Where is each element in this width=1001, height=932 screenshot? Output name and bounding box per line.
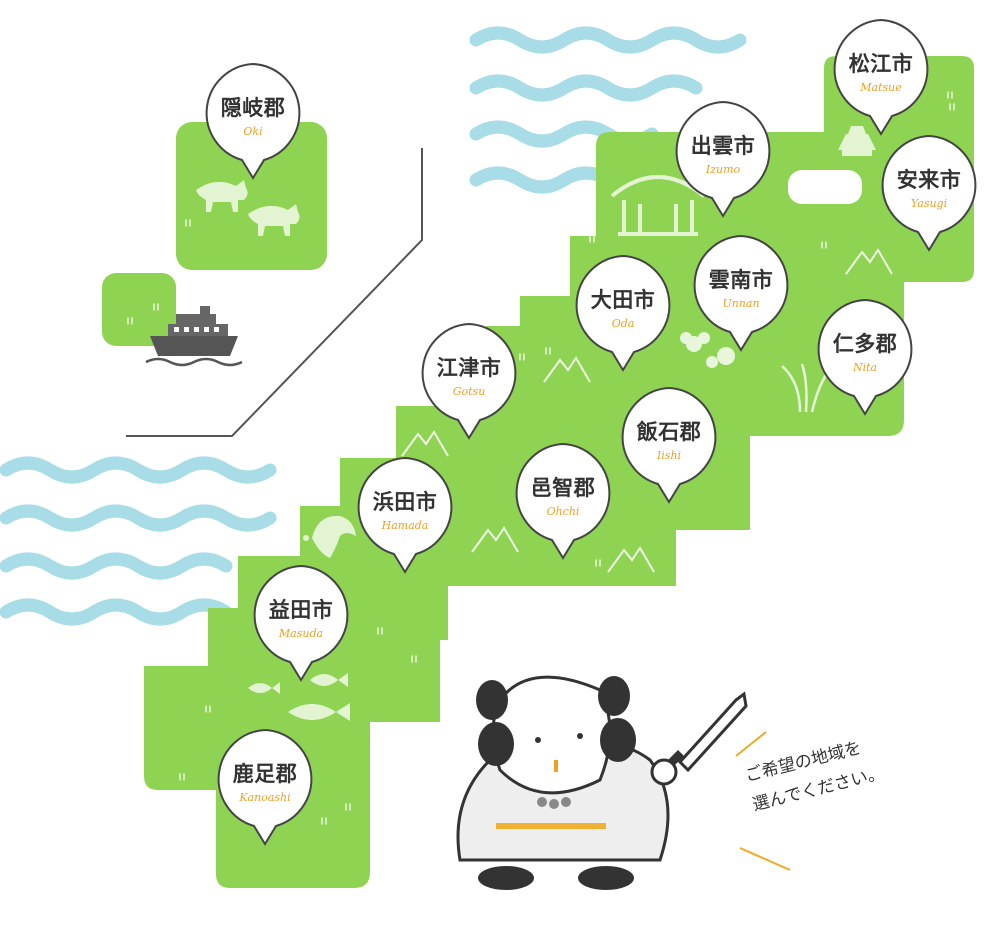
castle-icon	[838, 126, 876, 156]
pin-marker-icon	[693, 234, 789, 352]
pin-marker-icon	[621, 386, 717, 504]
pin-marker-icon	[881, 134, 977, 252]
grass-marks	[127, 91, 955, 825]
dolphin-icon	[292, 515, 356, 558]
region-pin-nita[interactable]: 仁多郡 Nita	[814, 298, 916, 423]
region-roman: Masuda	[278, 627, 324, 640]
region-pin-kanoashi[interactable]: 鹿足郡 Kanoashi	[214, 728, 316, 853]
region-roman: Oda	[611, 317, 635, 330]
region-roman: Unnan	[722, 297, 760, 310]
region-name: 益田市	[268, 598, 334, 622]
region-pin-gotsu[interactable]: 江津市 Gotsu	[418, 322, 520, 447]
pin-marker-icon	[675, 100, 771, 218]
region-pin-oda[interactable]: 大田市 Oda	[572, 254, 674, 379]
speech-accent-lines	[735, 731, 791, 871]
ferry-icon	[145, 306, 243, 367]
region-roman: Gotsu	[452, 385, 486, 398]
pin-marker-icon	[817, 298, 913, 416]
region-pin-yasugi[interactable]: 安来市 Yasugi	[878, 134, 980, 259]
oki-island-small	[102, 273, 176, 346]
region-name: 隠岐郡	[220, 96, 286, 120]
region-roman: Oki	[243, 125, 263, 138]
region-name: 大田市	[590, 288, 656, 312]
fish-icon	[248, 673, 350, 721]
pin-marker-icon	[421, 322, 517, 440]
region-pin-hamada[interactable]: 浜田市 Hamada	[354, 456, 456, 581]
sea-waves-left	[0, 456, 277, 626]
sea-waves-top	[469, 26, 747, 194]
pin-marker-icon	[205, 62, 301, 180]
region-roman: Nita	[852, 361, 878, 374]
region-name: 邑智郡	[530, 476, 596, 500]
region-name: 仁多郡	[832, 332, 898, 356]
region-roman: Yasugi	[910, 197, 948, 210]
region-name: 安来市	[896, 168, 962, 192]
region-pin-iishi[interactable]: 飯石郡 Iishi	[618, 386, 720, 511]
lake-shinji	[788, 170, 862, 204]
region-roman: Kanoashi	[239, 791, 291, 804]
region-pin-oki[interactable]: 隠岐郡 Oki	[202, 62, 304, 187]
region-name: 江津市	[436, 356, 502, 380]
pin-marker-icon	[833, 18, 929, 136]
sakura-icon	[680, 332, 735, 368]
region-roman: Iishi	[656, 449, 682, 462]
pin-marker-icon	[575, 254, 671, 372]
pin-marker-icon	[253, 564, 349, 682]
region-roman: Ohchi	[546, 505, 580, 518]
mountain-icons	[401, 248, 893, 573]
pin-marker-icon	[357, 456, 453, 574]
region-name: 雲南市	[708, 268, 774, 292]
region-pin-unnan[interactable]: 雲南市 Unnan	[690, 234, 792, 359]
samurai-mascot-icon	[456, 675, 748, 890]
region-roman: Izumo	[705, 163, 741, 176]
region-pin-izumo[interactable]: 出雲市 Izumo	[672, 100, 774, 225]
pin-marker-icon	[217, 728, 313, 846]
oki-separator-line	[126, 148, 423, 437]
region-name: 松江市	[848, 52, 914, 76]
region-pin-matsue[interactable]: 松江市 Matsue	[830, 18, 932, 143]
region-pin-masuda[interactable]: 益田市 Masuda	[250, 564, 352, 689]
region-roman: Hamada	[381, 519, 429, 532]
pin-marker-icon	[515, 442, 611, 560]
region-name: 飯石郡	[636, 420, 702, 444]
region-pin-ohchi[interactable]: 邑智郡 Ohchi	[512, 442, 614, 567]
region-name: 出雲市	[690, 134, 756, 158]
region-name: 浜田市	[372, 490, 438, 514]
bull-icon	[196, 180, 300, 236]
region-roman: Matsue	[860, 81, 902, 94]
region-name: 鹿足郡	[232, 762, 298, 786]
